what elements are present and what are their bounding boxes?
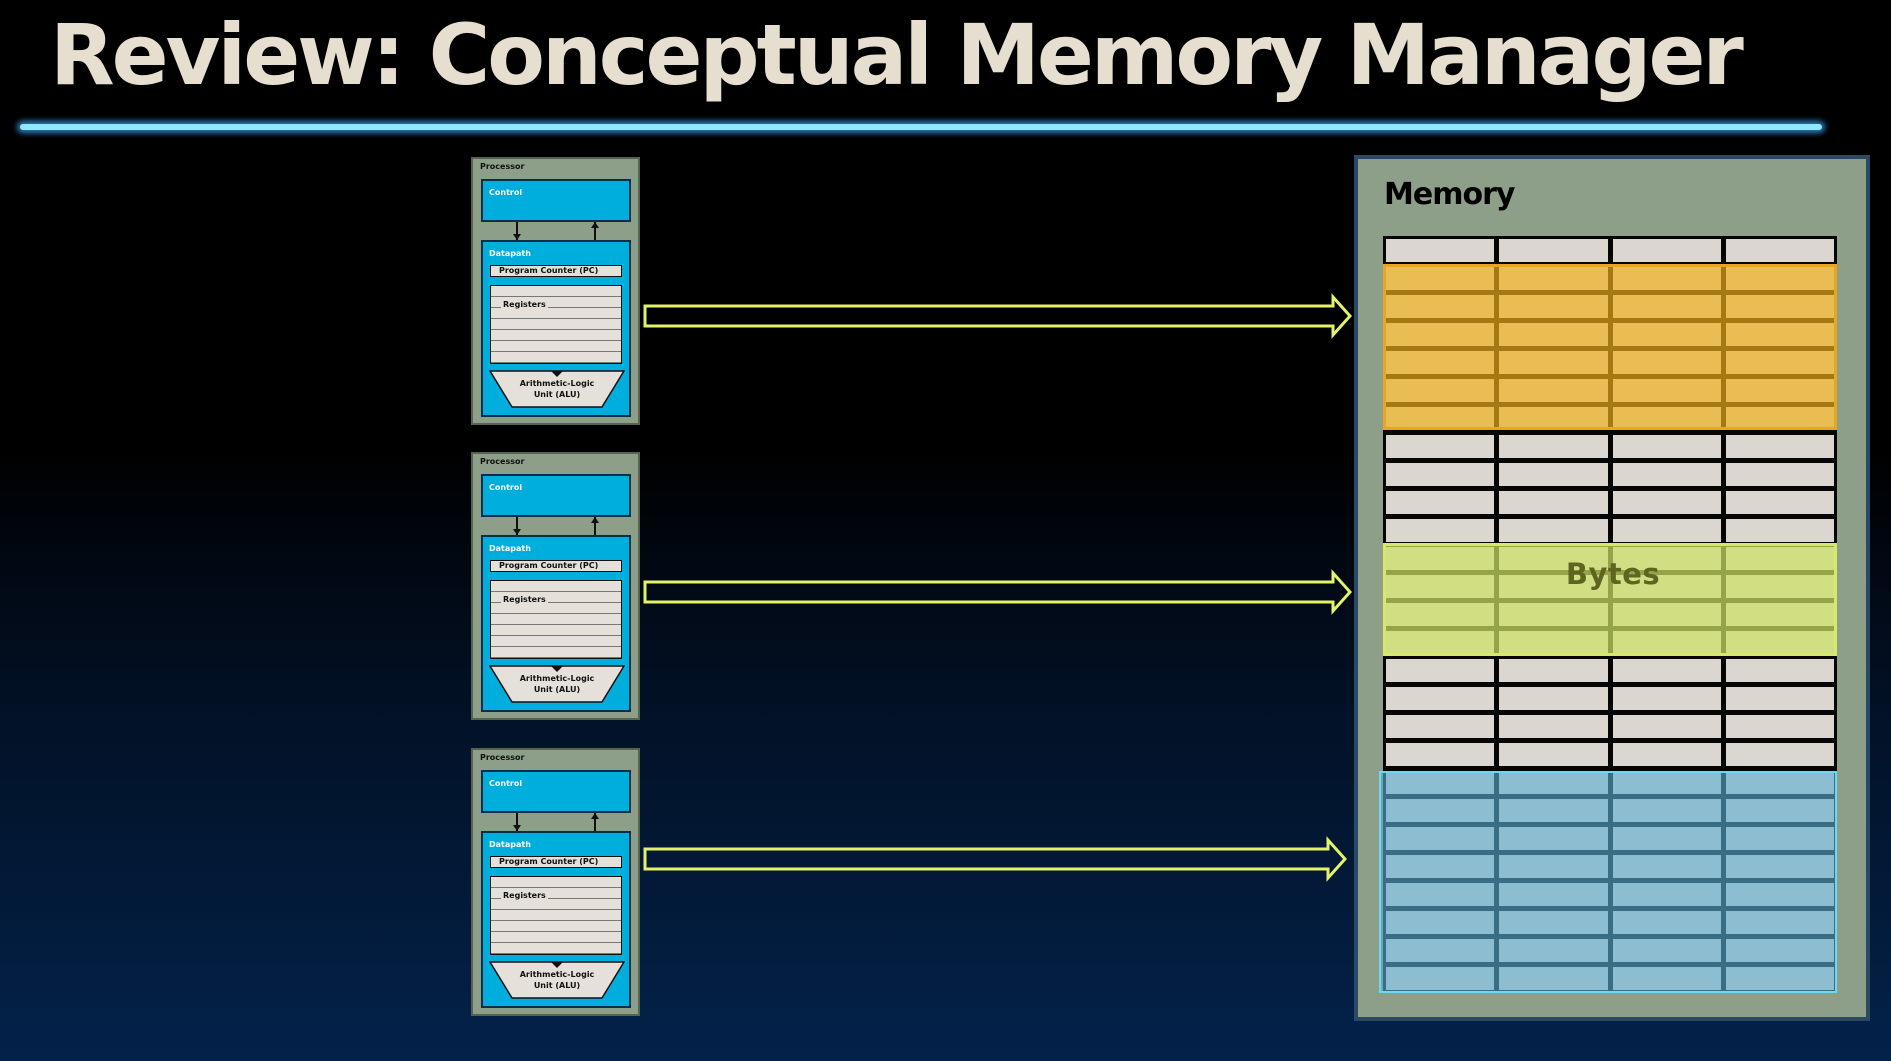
datapath: Datapath Program Counter (PC) Registers …	[481, 535, 631, 712]
alu-label-line1: Arithmetic-Logic	[519, 674, 595, 683]
memory-byte-cell	[1612, 743, 1721, 766]
processor-label: Processor	[480, 457, 525, 466]
down-arrow-icon	[513, 517, 521, 535]
control-unit: Control	[481, 179, 631, 222]
memory-byte-cell	[1725, 743, 1834, 766]
datapath: Datapath Program Counter (PC) Registers …	[481, 240, 631, 417]
memory-byte-cell	[1499, 743, 1608, 766]
alu: Arithmetic-Logic Unit (ALU)	[489, 370, 625, 408]
alu-shape-icon	[489, 665, 625, 703]
processor-2-to-memory-arrow-icon	[643, 569, 1353, 615]
control-unit: Control	[481, 474, 631, 517]
control-label: Control	[489, 188, 523, 197]
alu-label-line2: Unit (ALU)	[533, 685, 581, 694]
memory-byte-cell	[1499, 659, 1608, 682]
memory-region-blue	[1379, 771, 1837, 993]
memory-byte-cell	[1499, 491, 1608, 514]
memory-byte-cell	[1386, 435, 1495, 458]
memory-byte-cell	[1386, 239, 1495, 262]
processor-label: Processor	[480, 162, 525, 171]
memory-byte-cell	[1612, 463, 1721, 486]
memory-byte-cell	[1612, 435, 1721, 458]
alu-label-line2: Unit (ALU)	[533, 390, 581, 399]
memory-region-orange	[1383, 264, 1837, 430]
alu-label-line1: Arithmetic-Logic	[519, 379, 595, 388]
control-unit: Control	[481, 770, 631, 813]
memory-byte-cell	[1725, 239, 1834, 262]
title-underline	[20, 124, 1822, 130]
processor-1-to-memory-arrow-icon	[643, 293, 1353, 339]
memory-byte-cell	[1725, 519, 1834, 542]
datapath-label: Datapath	[489, 249, 531, 258]
down-arrow-icon	[513, 222, 521, 240]
memory-panel: Memory Bytes	[1354, 155, 1870, 1021]
memory-byte-cell	[1499, 435, 1608, 458]
memory-byte-cell	[1612, 491, 1721, 514]
processor-block-2: Processor Control Datapath Program Count…	[471, 452, 640, 720]
memory-byte-cell	[1499, 519, 1608, 542]
registers-label: Registers	[501, 891, 548, 900]
slide-title: Review: Conceptual Memory Manager	[50, 6, 1744, 104]
memory-byte-cell	[1612, 659, 1721, 682]
datapath: Datapath Program Counter (PC) Registers …	[481, 831, 631, 1008]
up-arrow-icon	[591, 222, 599, 240]
control-label: Control	[489, 483, 523, 492]
memory-byte-cell	[1499, 687, 1608, 710]
processor-label: Processor	[480, 753, 525, 762]
memory-byte-cell	[1725, 491, 1834, 514]
memory-byte-cell	[1612, 715, 1721, 738]
memory-byte-cell	[1612, 519, 1721, 542]
registers-label: Registers	[501, 595, 548, 604]
alu-label-line1: Arithmetic-Logic	[519, 970, 595, 979]
alu-shape-icon	[489, 370, 625, 408]
memory-byte-cell	[1499, 715, 1608, 738]
datapath-label: Datapath	[489, 840, 531, 849]
datapath-label: Datapath	[489, 544, 531, 553]
memory-byte-cell	[1499, 463, 1608, 486]
down-arrow-icon	[513, 813, 521, 831]
memory-byte-cell	[1612, 239, 1721, 262]
alu-label-line2: Unit (ALU)	[533, 981, 581, 990]
register-file: Registers	[490, 285, 622, 364]
memory-byte-cell	[1386, 715, 1495, 738]
up-arrow-icon	[591, 517, 599, 535]
program-counter: Program Counter (PC)	[490, 265, 622, 277]
memory-region-yellow	[1383, 543, 1837, 656]
memory-byte-cell	[1386, 519, 1495, 542]
alu: Arithmetic-Logic Unit (ALU)	[489, 961, 625, 999]
memory-byte-cell	[1386, 463, 1495, 486]
memory-byte-cell	[1612, 687, 1721, 710]
alu-shape-icon	[489, 961, 625, 999]
control-label: Control	[489, 779, 523, 788]
registers-label: Registers	[501, 300, 548, 309]
memory-byte-cell	[1725, 715, 1834, 738]
memory-byte-cell	[1725, 659, 1834, 682]
bytes-label: Bytes	[1565, 557, 1661, 591]
program-counter: Program Counter (PC)	[490, 856, 622, 868]
memory-byte-cell	[1725, 435, 1834, 458]
register-file: Registers	[490, 876, 622, 955]
processor-block-1: Processor Control Datapath Program Count…	[471, 157, 640, 425]
program-counter: Program Counter (PC)	[490, 560, 622, 572]
alu: Arithmetic-Logic Unit (ALU)	[489, 665, 625, 703]
memory-byte-cell	[1725, 687, 1834, 710]
memory-title: Memory	[1384, 177, 1515, 212]
memory-byte-cell	[1499, 239, 1608, 262]
memory-byte-cell	[1725, 463, 1834, 486]
up-arrow-icon	[591, 813, 599, 831]
register-file: Registers	[490, 580, 622, 659]
memory-byte-cell	[1386, 743, 1495, 766]
memory-byte-cell	[1386, 491, 1495, 514]
processor-block-3: Processor Control Datapath Program Count…	[471, 748, 640, 1016]
processor-3-to-memory-arrow-icon	[643, 836, 1348, 882]
memory-byte-cell	[1386, 687, 1495, 710]
memory-byte-cell	[1386, 659, 1495, 682]
